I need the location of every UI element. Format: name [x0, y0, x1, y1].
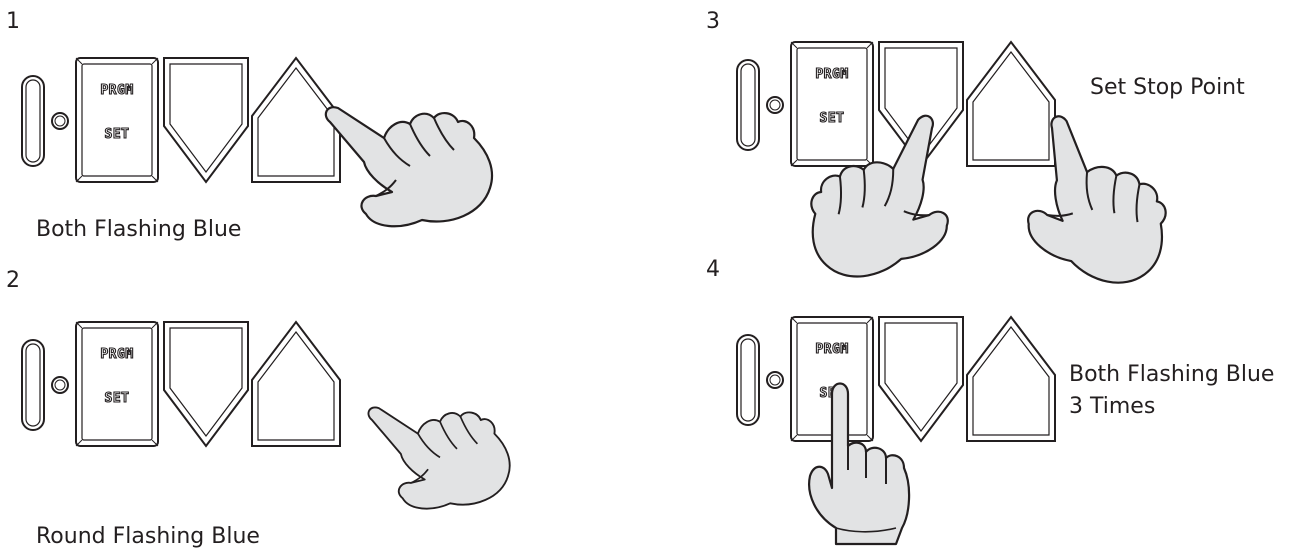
step-3-set-label: SET: [820, 111, 845, 126]
step-2-hand-icon: [368, 407, 509, 508]
step-2-keypad: PRGM SET: [22, 322, 340, 446]
step-1-keypad: PRGM SET: [22, 58, 340, 182]
step-3-prgm-label: PRGM: [815, 67, 848, 82]
step-1-set-label: SET: [105, 127, 130, 142]
step-4-prgm-label: PRGM: [815, 342, 848, 357]
step-2-set-label: SET: [105, 391, 130, 406]
step-1-hand-icon: [326, 107, 492, 226]
step-4-keypad: PRGM SET: [737, 317, 1055, 441]
step-1-prgm-label: PRGM: [100, 83, 133, 98]
step-3-keypad: PRGM SET: [737, 42, 1055, 166]
step-2-prgm-label: PRGM: [100, 347, 133, 362]
